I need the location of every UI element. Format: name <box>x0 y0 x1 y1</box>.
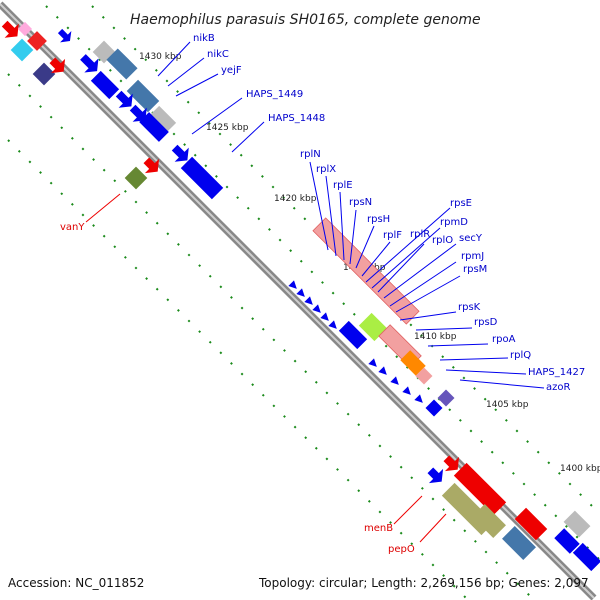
kbp-tick-1420: 1420 kbp <box>274 194 317 204</box>
gene-label: rpmJ <box>461 251 484 262</box>
gene-blue-box <box>338 320 368 350</box>
red-leader-lines <box>85 193 447 543</box>
gene-label: rpsH <box>367 214 390 225</box>
gene-blue-box <box>425 399 443 417</box>
gene-label: rplN <box>300 149 321 160</box>
gene-label: secY <box>459 233 483 244</box>
gene-steelblue-box <box>106 48 138 80</box>
dotted-guide-outer-1 <box>45 5 600 561</box>
gene-blue-box <box>139 112 169 142</box>
gene-label: HAPS_1427 <box>528 367 585 378</box>
gene-steelblue-box <box>502 526 536 560</box>
kbp-tick-1405: 1405 kbp <box>486 400 529 410</box>
gene-blue-arrow <box>171 144 189 162</box>
gene-label: rplX <box>316 164 336 175</box>
gene-red-arrow <box>443 455 460 472</box>
gene-cyan-box <box>10 38 34 62</box>
gene-label: rpmD <box>440 217 468 228</box>
gene-green-box <box>358 312 388 342</box>
gene-label: rpsN <box>349 197 372 208</box>
gene-blue-arrow <box>115 90 133 108</box>
accession-text: Accession: NC_011852 <box>8 576 144 590</box>
gene-purple-box <box>437 389 455 407</box>
gene-blue-arrow <box>57 28 72 43</box>
gene-label: pepO <box>388 544 415 555</box>
dotted-guides <box>7 5 600 599</box>
gene-label: rpsK <box>458 302 481 313</box>
topology-text: Topology: circular; Length: 2,269,156 bp… <box>258 576 589 590</box>
gene-orange-box <box>400 350 426 376</box>
gene-label: nikC <box>207 49 229 60</box>
gene-navy-box <box>32 62 56 86</box>
gene-blue-arrow <box>427 467 444 484</box>
gene-label: rplQ <box>510 350 531 361</box>
red-gene-labels: vanY menB pepO <box>60 222 415 555</box>
gene-label: azoR <box>546 382 570 393</box>
gene-red-arrow <box>143 157 160 174</box>
gene-blue-arrow <box>80 54 99 73</box>
gene-blue-box <box>180 156 224 200</box>
dotted-guide-inner-2 <box>7 139 467 599</box>
gene-red-box <box>514 507 548 541</box>
gene-label: rpsM <box>463 264 487 275</box>
gene-label: nikB <box>193 33 215 44</box>
gene-red-arrow <box>1 20 19 38</box>
blue-leader-lines <box>157 41 545 389</box>
gene-red-arrow <box>49 57 66 74</box>
gene-label: vanY <box>60 222 85 233</box>
gene-label: rplR <box>410 229 430 240</box>
kbp-tick-1400: 1400 kbp <box>560 464 600 474</box>
gene-label: HAPS_1448 <box>268 113 325 124</box>
kbp-tick-1425: 1425 kbp <box>206 123 249 133</box>
gene-blue-box <box>572 542 600 572</box>
gene-pink-box <box>17 21 33 37</box>
blue-arrow-row <box>288 280 423 403</box>
gene-label: rpsD <box>474 317 498 328</box>
gene-red-box <box>453 462 507 516</box>
gene-label: rplF <box>383 230 402 241</box>
gene-label: menB <box>364 523 393 534</box>
gene-label: yejF <box>221 65 242 76</box>
gene-label: HAPS_1449 <box>246 89 303 100</box>
gene-label: rplE <box>333 180 353 191</box>
gene-grey-box <box>147 105 177 135</box>
gene-label: rpsE <box>450 198 472 209</box>
gene-grey-box <box>563 510 591 538</box>
gene-steelblue-box <box>126 79 160 113</box>
gene-ribosomal-block <box>415 367 433 385</box>
map-title: Haemophilus parasuis SH0165, complete ge… <box>130 12 481 28</box>
gene-khaki-box <box>472 504 506 538</box>
gene-blue-box <box>554 528 580 554</box>
gene-blue-arrow <box>129 104 147 122</box>
gene-label: rpoA <box>492 334 516 345</box>
blue-gene-labels: nikB nikC yejF HAPS_1449 HAPS_1448 rplN … <box>193 33 585 393</box>
gene-olive-box <box>124 166 148 190</box>
kbp-tick-1430: 1430 kbp <box>139 52 182 62</box>
gene-label: rplO <box>432 235 453 246</box>
gene-blue-box <box>90 70 120 100</box>
kbp-tick-1410: 1410 kbp <box>414 332 457 342</box>
